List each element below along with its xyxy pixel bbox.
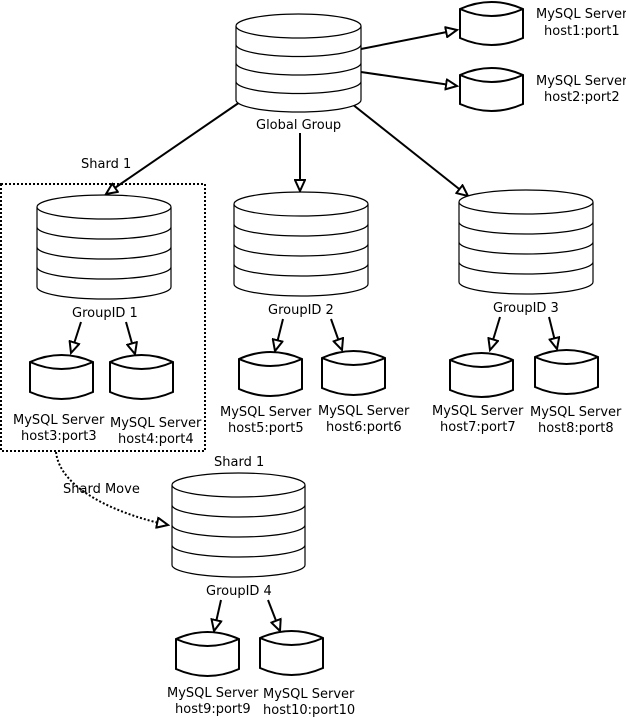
edge-group4-to-host9 bbox=[214, 599, 221, 631]
server-body bbox=[238, 351, 303, 397]
mysql-server-host10-icon bbox=[259, 630, 324, 676]
server-host6-address: host6:port6 bbox=[326, 420, 402, 435]
server-top-rim bbox=[238, 358, 303, 367]
cylinder-layer-line bbox=[235, 62, 362, 76]
mysql-server-host5-icon bbox=[238, 351, 303, 397]
shard-1-label: Shard 1 bbox=[81, 157, 131, 172]
mysql-server-host3-icon bbox=[29, 354, 94, 400]
group-1-label: GroupID 1 bbox=[72, 306, 138, 321]
server-host6-title: MySQL Server bbox=[318, 404, 410, 419]
group-4-database-icon bbox=[171, 472, 306, 578]
cylinder-layer-line bbox=[233, 243, 369, 257]
group-4-shard-label: Shard 1 bbox=[214, 455, 264, 470]
group-1-database-icon bbox=[36, 194, 172, 300]
group-3-label: GroupID 3 bbox=[493, 301, 559, 316]
server-body bbox=[109, 354, 174, 400]
edge-global-to-host2 bbox=[360, 71, 457, 86]
server-top-rim bbox=[459, 74, 524, 83]
cylinder-layer-line bbox=[458, 221, 594, 235]
server-top-rim bbox=[534, 356, 599, 365]
cylinder-layer-line bbox=[458, 261, 594, 275]
server-top-rim bbox=[321, 357, 386, 366]
cylinder-layer-line bbox=[233, 263, 369, 277]
edge-group3-to-host8 bbox=[548, 316, 557, 349]
cylinder-layer-line bbox=[171, 524, 306, 538]
shard-1-boundary bbox=[0, 183, 206, 452]
edge-group1-to-host4 bbox=[125, 321, 135, 354]
mysql-server-host2-icon bbox=[459, 67, 524, 112]
server-body bbox=[459, 67, 524, 112]
server-host2-address: host2:port2 bbox=[544, 90, 620, 105]
global-group-database-icon bbox=[235, 13, 362, 113]
server-host1-address: host1:port1 bbox=[544, 24, 620, 39]
edge-group2-to-host5 bbox=[275, 318, 284, 351]
server-top-rim bbox=[259, 637, 324, 646]
cylinder-layer-line bbox=[36, 246, 172, 260]
mysql-server-host1-icon bbox=[459, 1, 524, 46]
mysql-server-host9-icon bbox=[175, 631, 240, 677]
cylinder-layer-line bbox=[235, 81, 362, 95]
cylinder-layer-line bbox=[233, 223, 369, 237]
group-3-database-icon bbox=[458, 189, 594, 295]
server-body bbox=[175, 631, 240, 677]
mysql-server-host7-icon bbox=[449, 352, 514, 398]
edge-global-to-host1 bbox=[360, 30, 457, 50]
server-host7-address: host7:port7 bbox=[440, 420, 516, 435]
edge-group3-to-host7 bbox=[490, 316, 501, 350]
server-host10-address: host10:port10 bbox=[263, 703, 355, 718]
server-body bbox=[449, 352, 514, 398]
mysql-server-host8-icon bbox=[534, 349, 599, 395]
server-body bbox=[29, 354, 94, 400]
cylinder-top bbox=[235, 13, 362, 39]
group-2-database-icon bbox=[233, 191, 369, 297]
server-host5-address: host5:port5 bbox=[228, 421, 304, 436]
cylinder-top bbox=[171, 472, 306, 498]
server-host3-title: MySQL Server bbox=[13, 413, 105, 428]
cylinder-top bbox=[458, 189, 594, 215]
server-top-rim bbox=[449, 359, 514, 368]
server-host8-address: host8:port8 bbox=[538, 421, 614, 436]
server-top-rim bbox=[459, 8, 524, 17]
cylinder-layer-line bbox=[171, 504, 306, 518]
server-host9-title: MySQL Server bbox=[167, 686, 259, 701]
edge-group4-to-host10 bbox=[267, 599, 280, 631]
server-top-rim bbox=[29, 361, 94, 370]
server-host10-title: MySQL Server bbox=[263, 687, 355, 702]
server-top-rim bbox=[175, 638, 240, 647]
global-group-label: Global Group bbox=[256, 118, 341, 133]
server-host4-title: MySQL Server bbox=[110, 416, 202, 431]
group-2-label: GroupID 2 bbox=[268, 303, 334, 318]
edge-group2-to-host6 bbox=[330, 318, 342, 350]
cylinder-layer-line bbox=[171, 544, 306, 558]
server-host5-title: MySQL Server bbox=[220, 405, 312, 420]
cylinder-layer-line bbox=[36, 226, 172, 240]
cylinder-layer-line bbox=[36, 266, 172, 280]
cylinder-layer-line bbox=[235, 44, 362, 58]
cylinder-top bbox=[36, 194, 172, 220]
server-top-rim bbox=[109, 361, 174, 370]
group-4-label: GroupID 4 bbox=[206, 584, 272, 599]
server-host1-title: MySQL Server bbox=[536, 7, 626, 22]
server-body bbox=[534, 349, 599, 395]
server-host2-title: MySQL Server bbox=[536, 74, 626, 89]
shard-move-edge bbox=[55, 451, 168, 525]
cylinder-layer-line bbox=[458, 241, 594, 255]
cylinder-top bbox=[233, 191, 369, 217]
mysql-server-host6-icon bbox=[321, 350, 386, 396]
mysql-server-host4-icon bbox=[109, 354, 174, 400]
server-host9-address: host9:port9 bbox=[175, 702, 251, 717]
server-host3-address: host3:port3 bbox=[21, 429, 97, 444]
server-host8-title: MySQL Server bbox=[530, 405, 622, 420]
server-host4-address: host4:port4 bbox=[118, 432, 194, 447]
server-host7-title: MySQL Server bbox=[432, 404, 524, 419]
shard-move-label: Shard Move bbox=[63, 482, 140, 497]
edge-global-to-group3 bbox=[351, 103, 468, 196]
server-body bbox=[459, 1, 524, 46]
edge-global-to-group1 bbox=[106, 101, 241, 194]
edge-group1-to-host3 bbox=[71, 321, 82, 353]
server-body bbox=[321, 350, 386, 396]
server-body bbox=[259, 630, 324, 676]
